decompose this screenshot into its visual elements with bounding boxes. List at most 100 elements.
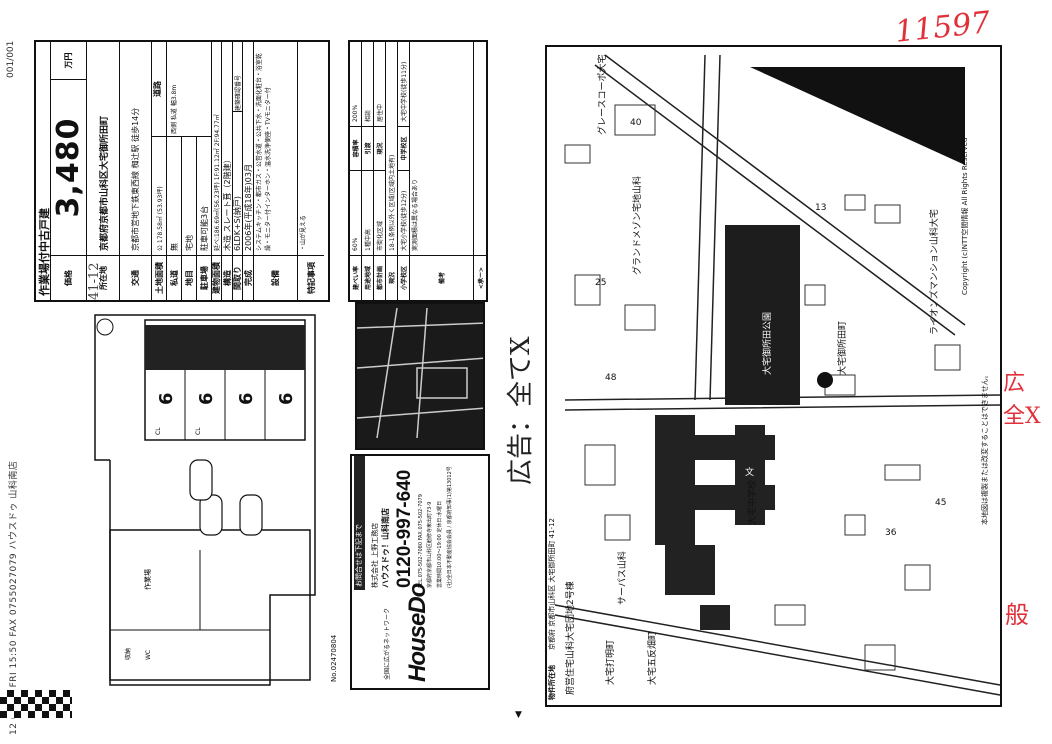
map-label: ライオンズマンション山科大宅	[928, 209, 940, 335]
map-notice: 本地図は複製または改変することはできません。	[980, 371, 989, 525]
red-mark-1: 広	[1003, 371, 1026, 396]
handover-label: 引渡	[362, 126, 373, 171]
layout-note: 建築確認番号	[233, 42, 242, 112]
city-plan-label: 都市計画	[374, 255, 385, 300]
lot-outline	[94, 314, 316, 686]
room-label: 6	[156, 392, 177, 405]
building-area-value: 延べ:186.69㎡(56.23坪) 1F:91.12㎡ 2F:94.77㎡	[214, 114, 221, 251]
completed-value: 2006年(平成18年)03月	[243, 164, 253, 251]
map-label: 文	[745, 466, 754, 478]
contact-banner: お問合せは下記まで	[354, 456, 365, 590]
phone-number[interactable]: 0120-997-640	[394, 469, 415, 588]
school-buildings	[655, 415, 775, 630]
school-label: 小学校区	[398, 255, 409, 300]
price-unit: 万円	[51, 42, 86, 80]
approval-mark: <承ー>	[474, 255, 486, 300]
closet-label: CL	[195, 427, 202, 435]
map-label: 府営住宅山科大宅団地2号棟	[564, 581, 576, 695]
handover-value: 相談	[365, 109, 372, 122]
room-label: 6	[196, 392, 217, 405]
road-label: 道路	[152, 42, 167, 136]
map-label: 48	[605, 373, 617, 383]
checker-pattern	[0, 690, 72, 718]
network-tagline: 全国に広がるネットワーク	[384, 607, 391, 680]
current-value: 居住中	[377, 103, 384, 122]
equipment-label: 設備	[254, 255, 297, 300]
coverage-label: 建ぺい率	[350, 255, 361, 300]
tel-fax: TEL.075-502-7080 FAX.075-502-7079	[418, 494, 424, 588]
shop-hours: 営業時間10:00〜19:00 定休日:水曜日	[437, 500, 443, 588]
document-number: No.02470804	[330, 634, 338, 682]
notes-label: 特記事項	[298, 255, 324, 300]
private-road-value: 無	[169, 243, 179, 251]
property-marker-icon	[817, 372, 833, 388]
map-caption-label: 物件所在地	[547, 665, 556, 700]
map-label: グレースコーポ大宅	[596, 54, 608, 135]
park-area	[725, 225, 800, 405]
floor-ratio-label: 容積率	[350, 126, 361, 171]
land-area-value: 公 178.58㎡ (53.93坪)	[156, 186, 164, 251]
parking-label: 駐車場	[197, 255, 212, 300]
workshop-dark	[145, 325, 305, 370]
structure-label: 構造	[222, 255, 232, 300]
zoning-label: 用途地域	[362, 255, 373, 300]
room-label: 6	[276, 392, 297, 405]
junior-school-value: 大宅中学校(徒歩11分)	[401, 61, 408, 122]
red-mark-2: 全X	[1003, 404, 1041, 429]
room-label: 6	[236, 392, 257, 405]
remarks-label: 備考	[410, 255, 473, 300]
layout-value: 6LDK+S(納戸)	[233, 196, 242, 251]
map-label: 大宅打明町	[604, 640, 616, 685]
ad-annotation: 広告：全てX	[506, 336, 536, 485]
storage-label: 収納	[124, 648, 132, 660]
map-label: 13	[815, 203, 826, 213]
map-label: 40	[630, 118, 642, 128]
closet-label: CL	[155, 427, 162, 435]
remarks-value: 実測面積は異なる場合あり	[412, 178, 419, 251]
shop-name: ハウスドゥ！山科南店	[381, 508, 390, 588]
wc-label: WC	[145, 650, 152, 660]
road-value: 西側 私道 幅3.8m	[171, 84, 178, 134]
red-number: 11597	[893, 5, 993, 50]
exterior-photo	[355, 302, 485, 450]
river	[750, 67, 965, 165]
map-label: 36	[885, 528, 897, 538]
land-category-label: 地目	[182, 255, 196, 300]
notes-value: ・山が見える	[300, 215, 307, 251]
floor-ratio-value: 200%	[352, 104, 359, 122]
red-mark-3: 般	[1005, 601, 1029, 629]
map-label: 大宅五反畑町	[646, 631, 658, 685]
north-compass-icon	[96, 318, 114, 336]
coverage-value: 60%	[352, 237, 359, 251]
layout-label: 間取り	[233, 255, 242, 300]
map-label: 大宅御所田町	[836, 321, 848, 375]
houses	[564, 104, 961, 671]
handwritten-lot: 41-12	[87, 262, 102, 300]
location-map: 大宅御所田町 大宅御所田公園 大宅中学校 グランドメゾン宅地山科 ライオンズマン…	[545, 45, 1002, 707]
contact-box: お問合せは下記まで 株式会社 上野工務店 ハウスドゥ！山科南店 0120-997…	[350, 454, 490, 690]
building-area-label: 建物面積	[212, 255, 221, 300]
private-road-label: 私道	[167, 255, 181, 300]
city-plan-value: 市街化区域	[377, 220, 384, 251]
completed-label: 完成	[243, 255, 253, 300]
map-label: サーパス山科	[616, 551, 628, 605]
zoning-value: 1種中高	[365, 229, 372, 251]
map-label: 大宅中学校	[746, 480, 758, 525]
equipment-value: システムキッチン・都市ガス・公営水道・公共下水・洗面化粧台・浴室乾燥・モニター付…	[256, 53, 272, 251]
junior-school-label: 中学校区	[398, 126, 409, 171]
map-copyright: Copyright (c)NTT空間情報 All Rights Reserved	[960, 138, 969, 295]
housedo-logo: HouseDo	[404, 583, 431, 682]
structure-value: 木造 スレート葺（2階建）	[222, 155, 232, 251]
address-value: 京都府京都市山科区大宅御所田町	[99, 115, 110, 251]
marker: ▼	[515, 710, 522, 720]
traffic-value: 京都市営地下鉄東西線 椥辻駅 徒歩14分	[131, 107, 140, 251]
map-label: 45	[935, 498, 946, 508]
school-value: 大宅小学校(徒歩12分)	[401, 190, 408, 251]
map-label: 大宅御所田公園	[761, 312, 773, 375]
workshop-label: 作業場	[143, 569, 152, 590]
price-value: 3,480	[51, 117, 86, 218]
land-category-value: 宅地	[184, 235, 194, 251]
